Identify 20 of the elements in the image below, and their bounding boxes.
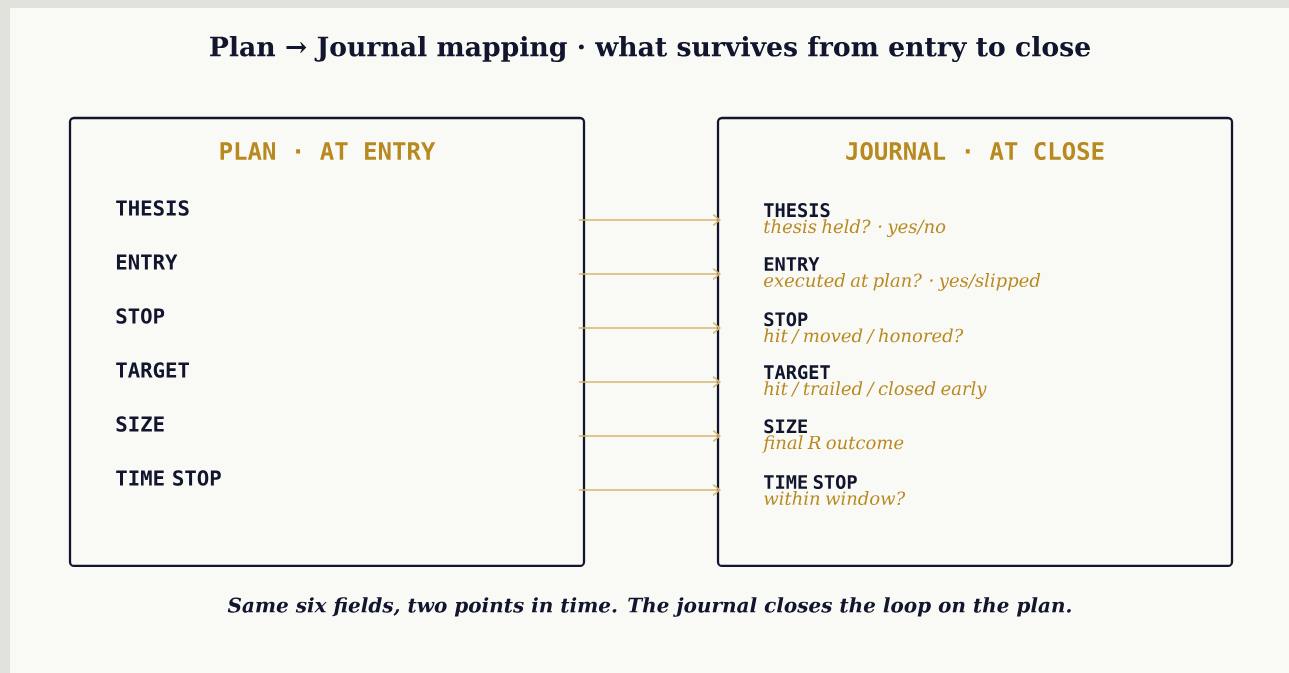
field-label: ENTRY <box>116 254 178 270</box>
field-entry: STOP hit / moved / honored? <box>764 312 964 344</box>
field-entry: TARGET hit / trailed / closed early <box>764 365 987 399</box>
field-entry: SIZE final R outcome <box>762 419 904 453</box>
field-label: TIME STOP <box>116 470 221 486</box>
arrow <box>577 375 721 389</box>
field-label: THESIS <box>116 200 189 216</box>
field-label: SIZE <box>116 416 164 432</box>
field-entry: THESIS thesis held? · yes/no <box>764 203 946 237</box>
field-label: TARGET <box>116 362 189 378</box>
field-entry: ENTRY executed at plan? · yes/slipped <box>764 257 1041 291</box>
arrow <box>577 213 721 227</box>
arrow <box>577 429 721 443</box>
arrow <box>577 483 721 497</box>
arrow <box>577 267 721 281</box>
title: Plan → Journal mapping · what survives from entry to close <box>210 35 1090 63</box>
arrow <box>577 321 721 335</box>
field-entry: TIME STOP within window? <box>764 474 906 506</box>
field-label: STOP <box>116 308 165 324</box>
caption: Same six fields, two points in time. The journal closes the loop on the plan. <box>227 597 1071 617</box>
